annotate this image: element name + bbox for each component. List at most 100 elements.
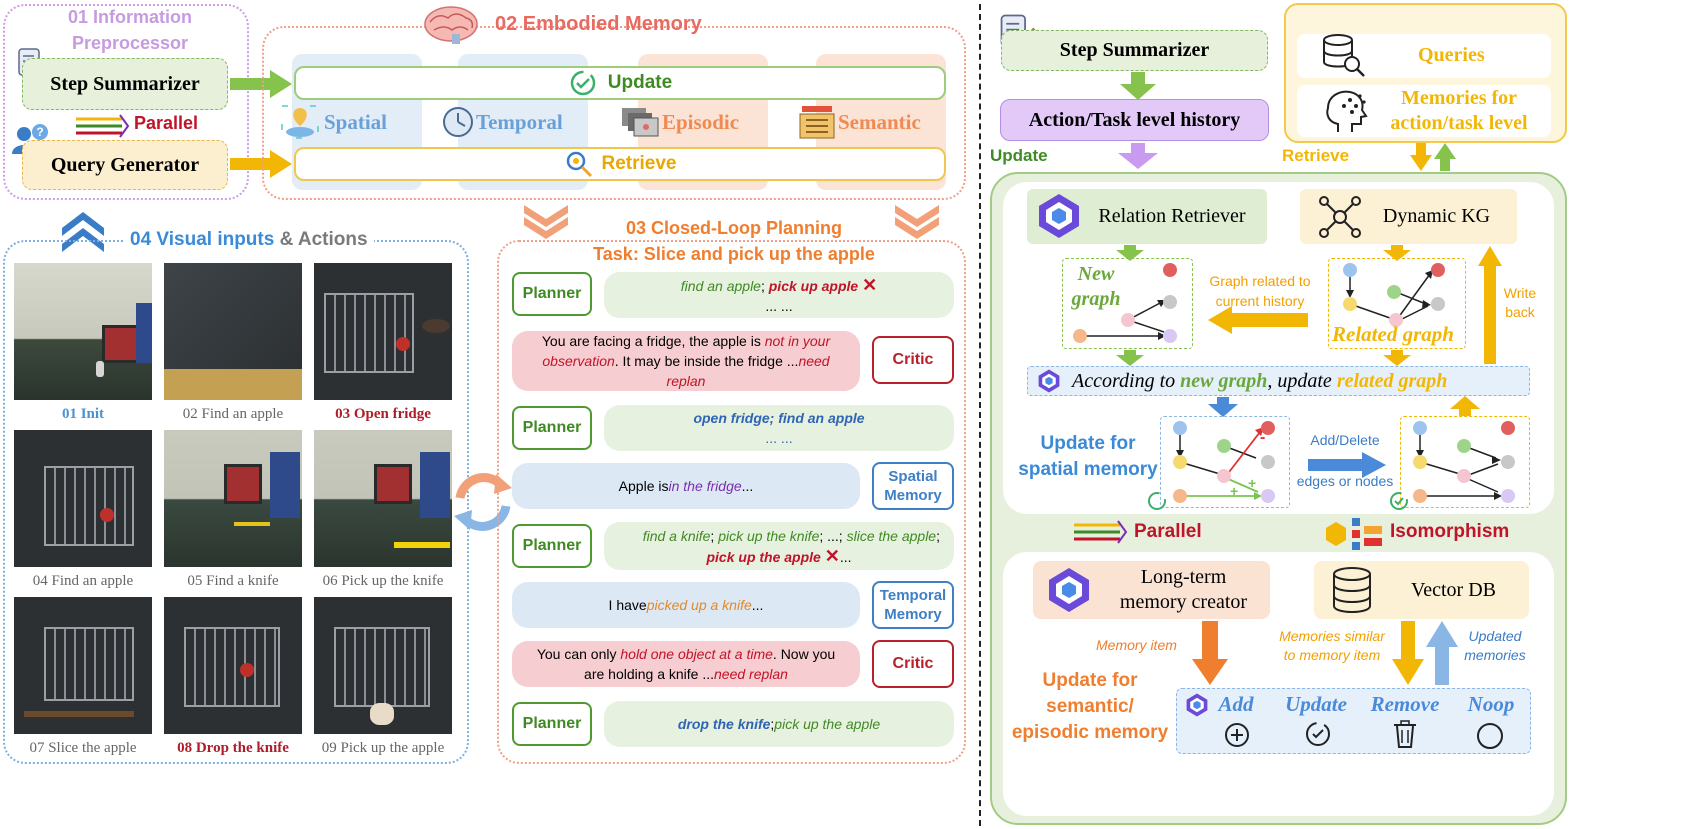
head-network-icon xyxy=(1326,90,1368,132)
planner-message-1: find an apple; pick up apple ✕ ... ... xyxy=(604,272,954,318)
caption-02: 02 Find an apple xyxy=(182,406,284,422)
arrow-down-purple xyxy=(1118,143,1158,169)
map-pin-icon xyxy=(281,105,319,139)
add-delete-label: Add/Delete xyxy=(1310,432,1380,448)
planner-message-2: open fridge; find an apple ... ... xyxy=(604,405,954,451)
arrow-down-blue xyxy=(1208,397,1238,417)
critic-label-1: Critic xyxy=(872,336,954,384)
after-update-graph xyxy=(1413,421,1515,503)
operations-bar xyxy=(1176,688,1531,754)
parallel-icon-2 xyxy=(1074,520,1128,544)
caption-06: 06 Pick up the knife xyxy=(322,573,444,589)
star-logo-icon-4 xyxy=(1186,693,1208,717)
database-icon xyxy=(1333,567,1371,613)
arrow-left-yellow xyxy=(1208,306,1308,334)
empty-circle-icon xyxy=(1477,723,1503,749)
embodied-retrieve-bar: Retrieve xyxy=(294,147,946,181)
planning-task: Task: Slice and pick up the apple xyxy=(582,244,886,265)
right-retrieve-label: Retrieve xyxy=(1282,146,1350,165)
visual-title: 04 Visual inputs & Actions xyxy=(124,229,374,251)
temporal-message: I have picked up a knife ... xyxy=(512,582,860,628)
episodic-label: Episodic xyxy=(662,110,740,134)
temporal-label: Temporal xyxy=(476,110,563,134)
related-graph-diagram xyxy=(1343,263,1445,327)
queries-label: Queries xyxy=(1418,44,1485,66)
caption-04: 04 Find an apple xyxy=(32,573,134,589)
planning-title: 03 Closed-Loop Planning xyxy=(594,218,874,239)
right-step-summarizer: Step Summarizer xyxy=(1001,30,1268,71)
arrow-right-blue xyxy=(1308,452,1386,478)
dynamic-kg-box: Dynamic KG xyxy=(1300,189,1517,244)
new-graph-box xyxy=(1062,258,1193,349)
arrow-down-yellow xyxy=(1410,143,1432,171)
op-add-label: Add xyxy=(1218,692,1254,716)
planning-panel xyxy=(497,240,966,764)
embodied-update-bar: Update xyxy=(294,66,946,100)
planner-label-3: Planner xyxy=(512,524,592,568)
arrow-down-green xyxy=(1120,72,1156,100)
planner-label-2: Planner xyxy=(512,406,592,450)
chevron-down-icon-2 xyxy=(895,205,939,239)
caption-05: 05 Find a knife xyxy=(187,573,279,589)
arrow-down-orange xyxy=(1192,621,1228,685)
embodied-memory-title: 02 Embodied Memory xyxy=(495,13,702,35)
isomorphism-label: Isomorphism xyxy=(1390,521,1510,542)
frame-06 xyxy=(314,430,452,567)
star-logo-icon-3 xyxy=(1049,568,1089,612)
arrow-down-yellow-5 xyxy=(1392,621,1424,685)
arrow-down-yellow-2 xyxy=(1383,245,1411,261)
database-search-icon xyxy=(1323,34,1365,77)
arrow-up-green xyxy=(1434,143,1456,171)
svg-text:-: - xyxy=(1260,429,1265,446)
books-icon xyxy=(799,106,835,139)
frame-02 xyxy=(164,263,302,400)
preprocessor-parallel-label: Parallel xyxy=(134,113,199,133)
caption-01: 01 Init xyxy=(61,406,105,422)
preprocessor-step-summarizer: Step Summarizer xyxy=(22,58,228,110)
op-remove-label: Remove xyxy=(1370,692,1440,716)
svg-text:?: ? xyxy=(36,125,43,139)
frame-07 xyxy=(14,597,152,734)
preprocessor-query-generator: Query Generator xyxy=(22,140,228,190)
arrow-summarizer-to-update xyxy=(230,70,292,98)
star-logo-icon xyxy=(1039,194,1079,238)
critic-label-2: Critic xyxy=(872,640,954,688)
preprocessor-panel xyxy=(3,4,249,200)
spatial-label: Spatial xyxy=(324,110,388,134)
frame-08 xyxy=(164,597,302,734)
frame-03 xyxy=(314,263,452,400)
parallel-label-2: Parallel xyxy=(1134,521,1202,542)
plus-circle-icon xyxy=(1225,723,1249,747)
planner-message-3: find a knife; pick up the knife; ...; sl… xyxy=(604,522,954,570)
plus-sign: + xyxy=(1248,475,1256,491)
arrow-up-yellow-writeback xyxy=(1478,246,1502,364)
related-graph-label: Related graph xyxy=(1332,322,1454,346)
arrow-down-green-2 xyxy=(1116,245,1144,261)
arrow-down-green-3 xyxy=(1116,350,1144,366)
arrow-up-blue xyxy=(1426,621,1458,685)
relation-retriever-box: Relation Retriever xyxy=(1027,189,1267,244)
magnifier-icon xyxy=(566,151,592,178)
frame-01 xyxy=(14,263,152,400)
refresh-check-icon-2 xyxy=(1306,722,1330,746)
planner-label-4: Planner xyxy=(512,702,592,746)
cycle-green-icon-2 xyxy=(1390,492,1408,510)
preprocessor-title: 01 Information Preprocessor xyxy=(67,7,192,53)
trash-icon xyxy=(1394,720,1416,748)
after-update-graph-box xyxy=(1400,416,1530,508)
arrow-down-yellow-3 xyxy=(1383,350,1411,366)
op-update-label: Update xyxy=(1285,692,1347,716)
before-update-graph: - + + xyxy=(1173,421,1275,503)
isomorphism-icon xyxy=(1326,518,1382,550)
plus-sign-2: + xyxy=(1230,483,1238,499)
semantic-label: Semantic xyxy=(838,110,921,134)
film-frames-icon xyxy=(622,108,659,137)
before-update-graph-box xyxy=(1160,416,1290,508)
